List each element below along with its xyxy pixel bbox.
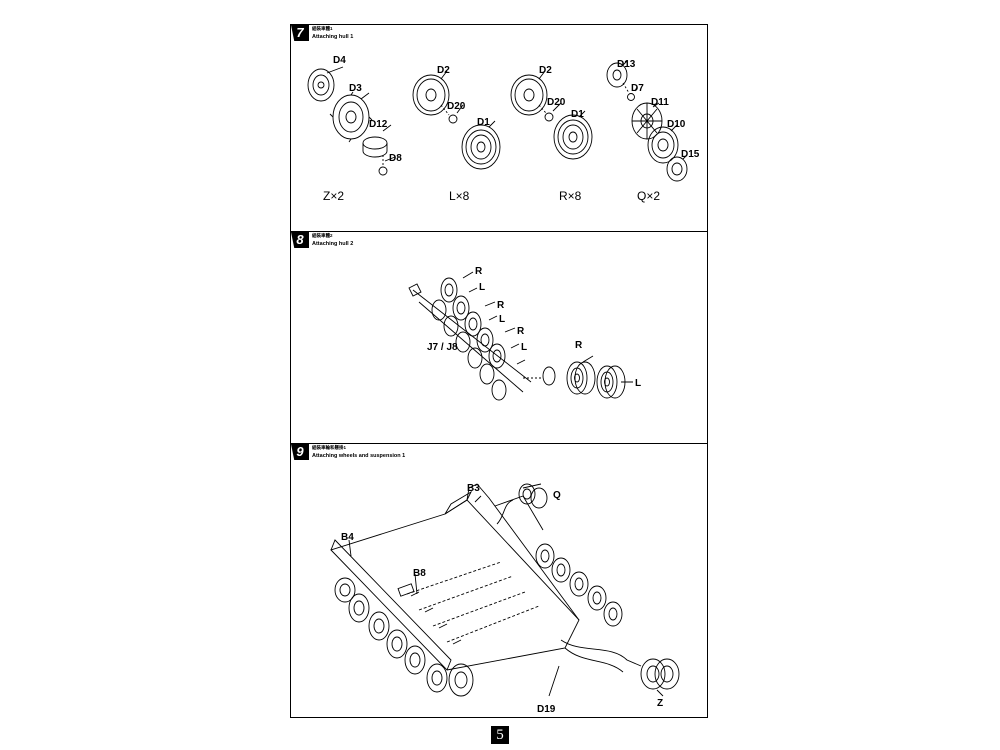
road-wheel-right-drawing <box>510 70 593 160</box>
wheel-row-drawing <box>431 277 507 401</box>
sprocket-assembly-drawing <box>307 66 396 176</box>
step-9-illustration: B3 Q B4 B8 D19 Z <box>330 483 680 715</box>
sprocket-z-drawing <box>640 658 680 690</box>
label-d20-right: D20 <box>547 97 566 108</box>
label-l4: L <box>635 378 641 389</box>
label-l3: L <box>521 342 527 353</box>
step-8-illustration: R L R L R L R L J7 / J8 <box>408 266 641 401</box>
step-7-title-cn: 組裝車體1 <box>312 26 333 31</box>
step-8-title-cn: 組裝車體2 <box>312 233 333 238</box>
label-d8: D8 <box>389 153 402 164</box>
step-9-number: 9 <box>291 444 309 460</box>
road-wheel-left-drawing <box>412 70 501 170</box>
step-9-header: 9 組裝車輪和懸掛1 Attaching wheels and suspensi… <box>291 444 405 460</box>
step-7-number: 7 <box>291 25 309 41</box>
label-d12: D12 <box>369 119 388 130</box>
qty-l: L×8 <box>449 189 470 203</box>
label-b4: B4 <box>341 532 354 543</box>
label-j7-j8: J7 / J8 <box>427 342 458 353</box>
idler-wheel-drawing <box>606 60 688 182</box>
label-d7: D7 <box>631 83 644 94</box>
label-d13: D13 <box>617 59 636 70</box>
step-8-header: 8 組裝車體2 Attaching hull 2 <box>291 232 353 248</box>
step-9-panel: 9 組裝車輪和懸掛1 Attaching wheels and suspensi… <box>291 444 707 717</box>
label-d1-left: D1 <box>477 117 490 128</box>
label-r1: R <box>475 266 483 277</box>
label-z: Z <box>657 698 663 709</box>
qty-r: R×8 <box>559 189 582 203</box>
label-d11: D11 <box>651 97 669 108</box>
step-8-number: 8 <box>291 232 309 248</box>
label-d1-right: D1 <box>571 109 584 120</box>
step-7-title-en: Attaching hull 1 <box>312 34 354 40</box>
hull-lower-drawing <box>330 483 642 673</box>
page-number: 5 <box>491 726 509 744</box>
label-d19: D19 <box>537 704 556 715</box>
qty-q: Q×2 <box>637 189 660 203</box>
label-d2-left: D2 <box>437 65 450 76</box>
label-d4: D4 <box>333 55 346 66</box>
label-b8: B8 <box>413 568 426 579</box>
label-q: Q <box>553 490 561 501</box>
step-7-illustration: D4 D3 D12 D8 Z×2 D2 D20 D1 L×8 D2 D20 D1… <box>307 55 700 203</box>
step-7-header: 7 組裝車體1 Attaching hull 1 <box>291 25 353 41</box>
idler-q-drawing <box>496 483 548 525</box>
qty-z: Z×2 <box>323 189 344 203</box>
exploded-wheel-pair-drawing <box>523 361 626 399</box>
step-8-panel: 8 組裝車體2 Attaching hull 2 <box>291 232 707 444</box>
step-7-panel: 7 組裝車體1 Attaching hull 1 <box>291 25 707 232</box>
label-d3: D3 <box>349 83 362 94</box>
label-r3: R <box>517 326 525 337</box>
hull-left-wheels-drawing <box>334 577 474 697</box>
instruction-page: 7 組裝車體1 Attaching hull 1 <box>290 24 708 718</box>
label-d20-left: D20 <box>447 101 466 112</box>
label-d2-right: D2 <box>539 65 552 76</box>
label-r4: R <box>575 340 583 351</box>
step-8-title-en: Attaching hull 2 <box>312 241 354 247</box>
label-d15: D15 <box>681 149 700 160</box>
label-r2: R <box>497 300 505 311</box>
label-b3: B3 <box>467 483 480 494</box>
label-d10: D10 <box>667 119 686 130</box>
step-9-title-en: Attaching wheels and suspension 1 <box>312 453 406 459</box>
hull-right-wheels-drawing <box>535 543 623 627</box>
label-l2: L <box>499 314 505 325</box>
label-l1: L <box>479 282 485 293</box>
step-9-title-cn: 組裝車輪和懸掛1 <box>312 445 347 450</box>
